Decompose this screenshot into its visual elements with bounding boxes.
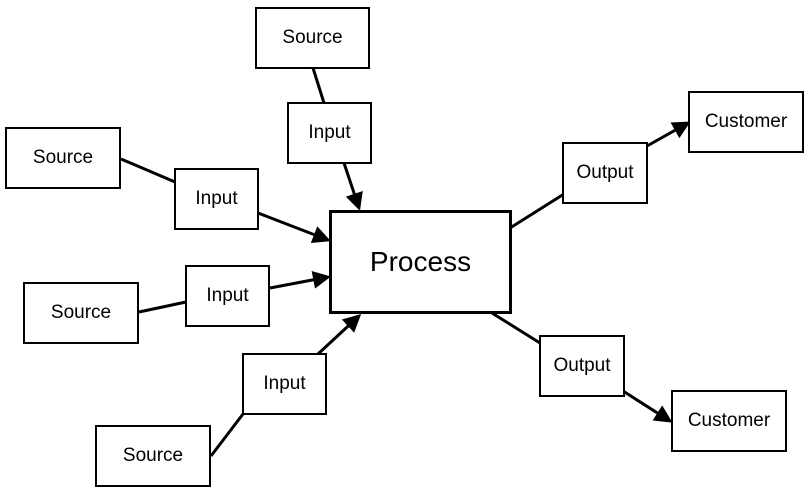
source-node-top: Source [255,7,370,69]
arrow-output-bottom-to-customer [622,389,673,423]
connector-process-to-output-top [509,192,565,230]
connector-source-bottom-to-input [209,413,245,457]
connector-source-top-to-input [311,67,326,104]
arrow-output-top-to-customer [646,121,691,148]
arrow-input-bottom-to-process [316,313,362,356]
customer-node-top: Customer [688,91,804,153]
source-node-left-lower: Source [23,282,139,344]
arrow-input-top-to-process [342,162,363,211]
input-node-middle: Input [185,265,270,327]
input-node-bottom: Input [242,353,327,415]
source-node-bottom: Source [95,425,211,487]
arrow-input-upper-to-process [257,211,331,243]
process-node: Process [329,210,512,314]
source-node-left-upper: Source [5,127,121,189]
connector-process-to-output-bottom [491,311,541,345]
arrow-input-middle-to-process [269,270,331,290]
output-node-top: Output [562,142,648,204]
connector-source-left-lower-to-input [138,300,187,314]
output-node-bottom: Output [539,335,625,397]
input-node-top: Input [287,102,372,164]
customer-node-bottom: Customer [671,390,787,452]
connector-source-left-upper-to-input [120,157,176,184]
input-node-upper: Input [174,168,259,230]
